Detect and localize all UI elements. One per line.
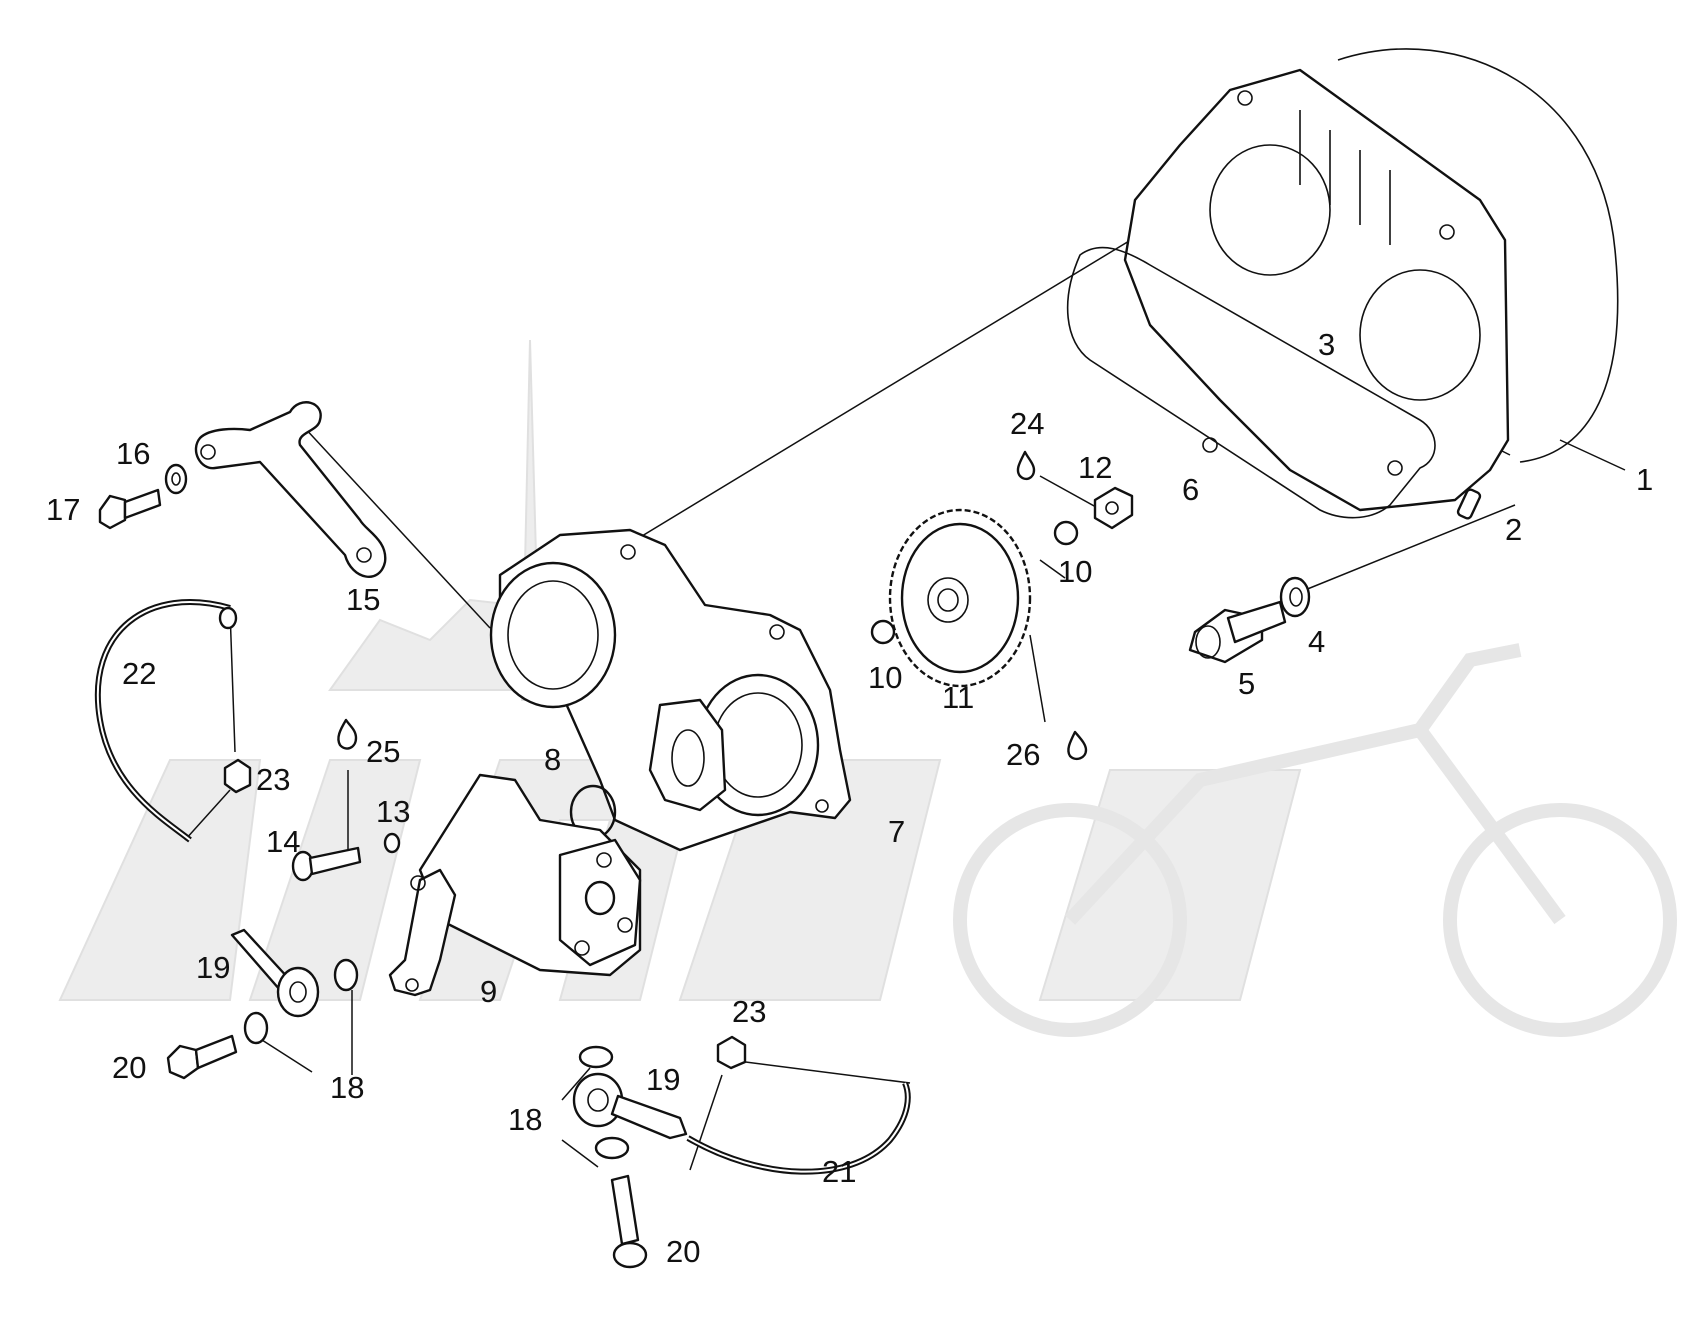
part-dowel-pin: [1456, 488, 1482, 520]
hose-22-end: [218, 606, 238, 630]
callout-18-left: 18: [330, 1070, 364, 1105]
callout-16: 16: [116, 436, 150, 471]
callout-10-upper: 10: [1058, 554, 1092, 589]
part-socket-screw-5: [1188, 600, 1287, 664]
part-oil-pump-9: [388, 773, 642, 997]
part-bolt-20-bottom: [610, 1174, 648, 1269]
pump-cover-screw-3: [574, 940, 590, 956]
part-hose-21-inner: [687, 1082, 909, 1173]
callout-22: 22: [122, 656, 156, 691]
part-bolt-20-left: [166, 1034, 238, 1080]
pump-lever: [388, 868, 457, 997]
housing-hole-2: [769, 624, 785, 640]
part-clamp-23-right: [716, 1035, 747, 1070]
part-washer-18-bottom-a: [578, 1045, 614, 1069]
cover-hole-3: [1387, 460, 1403, 476]
bracket-hole-1: [200, 444, 216, 460]
part-washer-13: [383, 832, 401, 854]
callout-24: 24: [1010, 406, 1044, 441]
part-banjo-19-left: [230, 928, 320, 1018]
callout-2: 2: [1505, 512, 1522, 547]
part-screw-14: [291, 846, 362, 882]
part-washer-16: [164, 463, 188, 495]
pump-cover-screw-2: [617, 917, 633, 933]
cover-hole-1: [1237, 90, 1253, 106]
part-hose-22-inner: [96, 601, 231, 841]
callout-17: 17: [46, 492, 80, 527]
part-washer-10-lower: [870, 619, 896, 645]
part-crankcase-cover: [1123, 48, 1619, 512]
drop-24: [1016, 450, 1036, 481]
watermark-wheel-rear: [1443, 803, 1677, 1037]
pump-lever-pivot: [410, 875, 426, 891]
housing-flange: [648, 698, 727, 812]
part-nut-12: [1093, 486, 1134, 530]
callout-7: 7: [888, 814, 905, 849]
callout-19-bottom: 19: [646, 1062, 680, 1097]
bracket-hole-2: [356, 547, 372, 563]
callout-23-left: 23: [256, 762, 290, 797]
cover-bore-lower: [1359, 269, 1481, 401]
watermark-letter-1: [58, 759, 262, 1001]
part-washer-18-left-b: [243, 1011, 269, 1045]
crankcase-cover: [1123, 68, 1510, 512]
housing-hole-1: [620, 544, 636, 560]
callout-1: 1: [1636, 462, 1653, 497]
part-washer-18-bottom-b: [594, 1136, 630, 1160]
callout-19-left: 19: [196, 950, 230, 985]
cover-ribs: [1299, 110, 1391, 245]
part-washer-4: [1279, 576, 1311, 618]
callout-labels: 1 2 3 4 5 6 7 8 9 10 10 11 12 13 14 15 1…: [46, 327, 1653, 1269]
watermark-bike-frame: [1064, 643, 1566, 925]
housing-bore-upper-inner: [507, 580, 599, 690]
callout-8: 8: [544, 742, 561, 777]
pump-outlet: [584, 880, 616, 916]
part-hose-21: [686, 1081, 911, 1175]
part-washer-18-left-a: [333, 958, 359, 992]
part-clamp-23-left: [223, 758, 252, 794]
callout-20-bottom: 20: [666, 1234, 700, 1269]
callout-15: 15: [346, 582, 380, 617]
callout-26: 26: [1006, 737, 1040, 772]
callout-14: 14: [266, 824, 300, 859]
part-banjo-19-bottom: [572, 1072, 688, 1140]
drop-25: [337, 718, 358, 750]
cover-hole-4: [1202, 437, 1218, 453]
part-bolt-17: [98, 488, 162, 530]
callout-5: 5: [1238, 666, 1255, 701]
callout-12: 12: [1078, 450, 1112, 485]
callout-25: 25: [366, 734, 400, 769]
callout-13: 13: [376, 794, 410, 829]
callout-4: 4: [1308, 624, 1325, 659]
callout-9: 9: [480, 974, 497, 1009]
watermark-wheel-front: [953, 803, 1187, 1037]
part-gear-11: [888, 508, 1032, 688]
cover-gasket-outline: [1337, 48, 1619, 463]
part-gasket-oring: [1066, 246, 1436, 519]
callout-11: 11: [942, 680, 974, 715]
callout-21: 21: [822, 1154, 856, 1189]
callout-18-bottom: 18: [508, 1102, 542, 1137]
cover-bore-upper: [1209, 144, 1331, 276]
watermark-letter-2: [248, 759, 422, 1001]
cover-hole-2: [1439, 224, 1455, 240]
housing-bore-upper-outer: [489, 561, 617, 709]
callout-10-lower: 10: [868, 660, 902, 695]
pump-cover-screw-1: [596, 852, 612, 868]
part-washer-10-upper: [1053, 520, 1079, 546]
callout-6: 6: [1182, 472, 1199, 507]
pump-lever-end: [405, 978, 419, 992]
drop-26: [1067, 730, 1088, 761]
callout-20-left: 20: [112, 1050, 146, 1085]
part-pump-housing-7: [489, 528, 852, 852]
callout-23-right: 23: [732, 994, 766, 1029]
flange-port: [671, 729, 705, 787]
housing-hole-3: [815, 799, 829, 813]
callout-3: 3: [1318, 327, 1335, 362]
part-bracket-15: [194, 401, 387, 578]
